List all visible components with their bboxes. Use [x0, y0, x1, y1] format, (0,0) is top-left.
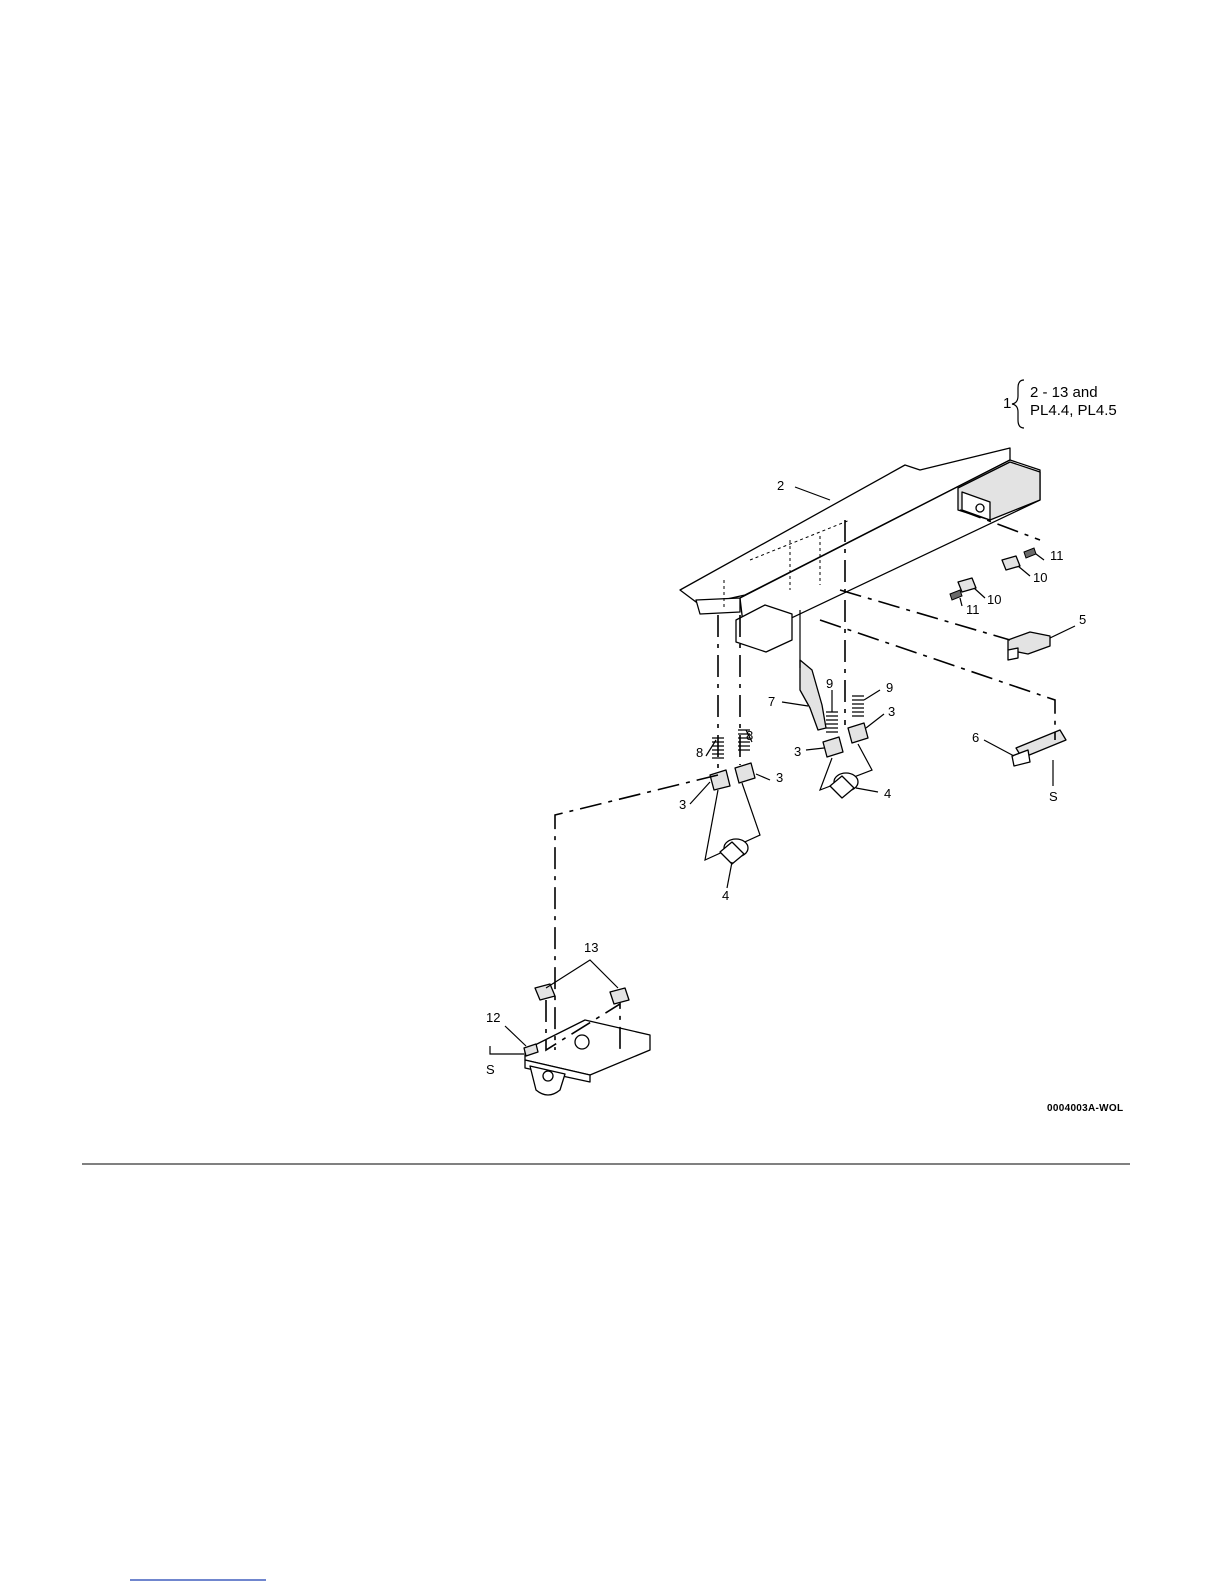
- frame-front-lip: [696, 598, 740, 614]
- callout-6: 6: [972, 730, 979, 745]
- assembly-reference: 1 2 - 13 and PL4.4, PL4.5: [1003, 380, 1117, 428]
- sensor-6: [1012, 750, 1030, 766]
- leader-5: [1050, 626, 1075, 638]
- leader-2: [795, 487, 830, 500]
- callout-11-upper: 11: [1050, 548, 1064, 563]
- callout-3-c: 3: [794, 744, 801, 759]
- bottom-plate-assembly: [524, 1020, 650, 1095]
- sensor-and-fastener-parts: [950, 548, 1066, 766]
- assembly-line-2: PL4.4, PL4.5: [1030, 402, 1117, 419]
- leader-4-left: [727, 862, 732, 888]
- spring-9-right: [852, 696, 864, 716]
- callout-s-left: S: [486, 1062, 495, 1077]
- callout-5: 5: [1079, 612, 1086, 627]
- leader-10-lower: [974, 588, 985, 598]
- callout-7: 7: [768, 694, 775, 709]
- callout-3-b: 3: [776, 770, 783, 785]
- callout-12: 12: [486, 1010, 500, 1025]
- roller-parts: [705, 744, 872, 864]
- callout-3-d: 3: [888, 704, 895, 719]
- clip-10-lower: [958, 578, 976, 592]
- assembly-number: 1: [1003, 395, 1011, 412]
- screw-11-upper: [1024, 548, 1036, 558]
- leader-11-upper: [1036, 554, 1044, 560]
- pad-right: [610, 988, 629, 1004]
- leader-9-right: [864, 690, 880, 700]
- callout-2: 2: [777, 478, 784, 493]
- figure-id: 0004003A-WOL: [1047, 1103, 1123, 1114]
- assembly-brace: [1012, 380, 1024, 428]
- assembly-line-1: 2 - 13 and: [1030, 384, 1098, 401]
- callout-8-left: 8: [696, 745, 703, 760]
- actuator-part: [800, 610, 826, 730]
- dash-line-left-to-plate: [555, 615, 718, 1050]
- bracket-3-a: [710, 770, 730, 790]
- callout-9-left: 9: [826, 676, 833, 691]
- main-frame-assembly: [680, 448, 1040, 652]
- pad-left: [535, 984, 555, 1000]
- callout-4-left: 4: [722, 888, 729, 903]
- clip-10-upper: [1002, 556, 1020, 570]
- callout-8-right: 8: [746, 728, 753, 743]
- callout-4-right: 4: [884, 786, 891, 801]
- leader-3-b: [756, 774, 770, 780]
- leader-11-lower: [960, 598, 962, 606]
- leader-12: [505, 1026, 526, 1046]
- leader-3-d: [866, 714, 884, 728]
- leader-10-upper: [1018, 566, 1030, 576]
- bottom-plate-hole: [543, 1071, 553, 1081]
- bracket-3-d: [848, 723, 868, 743]
- callout-13: 13: [584, 940, 598, 955]
- callout-10-upper: 10: [1033, 570, 1047, 585]
- callout-s-right: S: [1049, 789, 1058, 804]
- leader-13: [546, 960, 618, 988]
- bracket-3-b: [735, 763, 755, 783]
- leader-3-c: [806, 748, 824, 750]
- spring-9-left: [826, 712, 838, 732]
- actuator-7: [800, 660, 826, 730]
- callout-3-a: 3: [679, 797, 686, 812]
- bracket-3-c: [823, 737, 843, 757]
- leader-4-right: [856, 788, 878, 792]
- sensor-5-leg: [1008, 648, 1018, 660]
- leader-6: [984, 740, 1014, 756]
- callout-10-lower: 10: [987, 592, 1001, 607]
- pad-parts: [535, 984, 629, 1004]
- callout-9-right: 9: [886, 680, 893, 695]
- leader-s-left: [490, 1046, 524, 1054]
- frame-end-block-hole: [976, 504, 984, 512]
- callout-11-lower: 11: [966, 602, 980, 617]
- leader-3-a: [690, 782, 710, 804]
- bottom-plate-bore: [575, 1035, 589, 1049]
- leader-7: [782, 702, 808, 706]
